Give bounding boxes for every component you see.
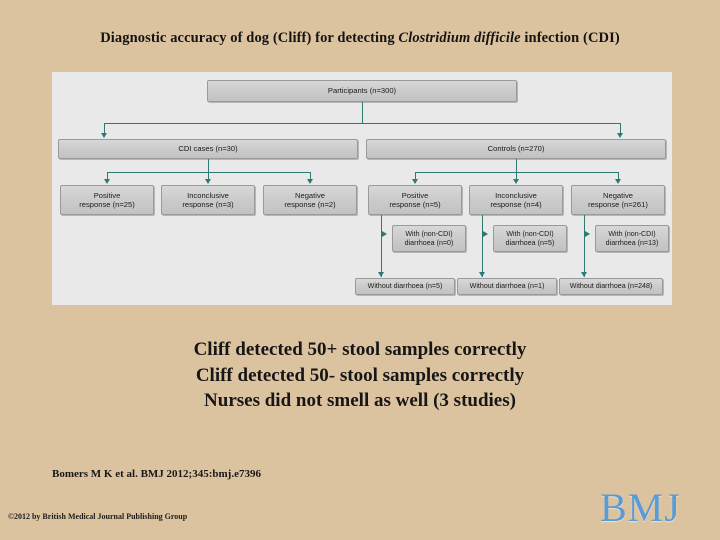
connector-ctrl-neg-down [584,215,585,277]
node-participants: Participants (n=300) [207,80,517,102]
page-title-part1: Diagnostic accuracy of dog (Cliff) for d… [100,30,399,46]
arrow-controls-positive-icon [412,179,418,184]
connector-ctrl-pos-down [381,215,382,277]
node-control-positive-line2: response (n=5) [389,200,441,209]
node-control-negative-response: Negative response (n=261) [571,185,665,215]
connector-participants-bus [104,123,621,124]
connector-cdi-to-inconclusive [208,172,209,180]
bmj-logo: BMJ [600,485,681,530]
arrow-cdi-negative-icon [307,179,313,184]
connector-cdi-stem [208,159,209,172]
node-control-positive-without-diarrhoea: Without diarrhoea (n=5) [355,278,455,295]
arrow-ctrl-pos-with-diarrhoea-icon [382,231,387,237]
connector-to-cdi-cases [104,123,105,134]
node-controls-label: Controls (n=270) [487,144,545,154]
node-cdi-inconclusive-line1: Inconclusive [187,190,229,200]
arrow-cdi-positive-icon [104,179,110,184]
connector-cdi-to-negative [310,172,311,180]
node-control-inconclusive-without-diarrhoea: Without diarrhoea (n=1) [457,278,557,295]
node-control-negative-without-diarrhoea: Without diarrhoea (n=248) [559,278,663,295]
arrow-ctrl-pos-without-diarrhoea-icon [378,272,384,277]
connector-participants-stem [362,102,363,123]
arrow-ctrl-neg-without-diarrhoea-icon [581,272,587,277]
node-control-inconclusive-line1: Inconclusive [495,190,537,200]
arrow-controls-negative-icon [615,179,621,184]
node-ctrl-pos-without-diarrhoea-label: Without diarrhoea (n=5) [367,282,443,291]
body-line-1: Cliff detected 50+ stool samples correct… [193,339,527,360]
node-cdi-positive-line2: response (n=25) [79,200,135,209]
node-control-inconclusive-line2: response (n=4) [490,200,542,209]
node-cdi-negative-line2: response (n=2) [284,200,336,209]
figure-panel: Participants (n=300) CDI cases (n=30) Co… [52,72,672,305]
connector-controls-to-positive [415,172,416,180]
node-cdi-cases: CDI cases (n=30) [58,139,358,159]
node-control-negative-with-diarrhoea: With (non-CDI) diarrhoea (n=13) [595,225,669,252]
node-cdi-inconclusive-response: Inconclusive response (n=3) [161,185,255,215]
citation-text: Bomers M K et al. BMJ 2012;345:bmj.e7396 [52,468,261,480]
node-control-positive-line1: Positive [401,190,429,200]
node-control-positive-with-diarrhoea: With (non-CDI) diarrhoea (n=0) [392,225,466,252]
node-control-inconclusive-with-diarrhoea: With (non-CDI) diarrhoea (n=5) [493,225,567,252]
node-ctrl-inc-with-diarrhoea-line2: diarrhoea (n=5) [505,238,555,247]
node-ctrl-neg-with-diarrhoea-line1: With (non-CDI) [608,229,656,238]
node-cdi-positive-response: Positive response (n=25) [60,185,154,215]
body-line-3: Nurses did not smell as well (3 studies) [204,390,516,411]
body-line-2: Cliff detected 50- stool samples correct… [195,364,525,386]
node-ctrl-pos-with-diarrhoea-line2: diarrhoea (n=0) [404,238,454,247]
arrow-ctrl-inc-without-diarrhoea-icon [479,272,485,277]
node-control-negative-line1: Negative [603,190,633,200]
arrow-controls-inconclusive-icon [513,179,519,184]
arrow-to-cdi-cases-icon [101,133,107,138]
arrow-cdi-inconclusive-icon [205,179,211,184]
copyright-text: ©2012 by British Medical Journal Publish… [8,512,188,521]
node-cdi-negative-line1: Negative [295,190,325,200]
node-ctrl-neg-with-diarrhoea-line2: diarrhoea (n=13) [605,238,659,247]
connector-controls-stem [516,159,517,172]
node-controls: Controls (n=270) [366,139,666,159]
page-title-species: Clostridium difficile [398,30,521,46]
arrow-ctrl-neg-with-diarrhoea-icon [585,231,590,237]
node-control-negative-line2: response (n=261) [588,200,648,209]
node-ctrl-pos-with-diarrhoea-line1: With (non-CDI) [405,229,453,238]
node-ctrl-inc-with-diarrhoea-line1: With (non-CDI) [506,229,554,238]
node-cdi-cases-label: CDI cases (n=30) [178,144,238,154]
arrow-ctrl-inc-with-diarrhoea-icon [483,231,488,237]
node-control-positive-response: Positive response (n=5) [368,185,462,215]
arrow-to-controls-icon [617,133,623,138]
node-ctrl-inc-without-diarrhoea-label: Without diarrhoea (n=1) [469,282,545,291]
node-participants-label: Participants (n=300) [327,86,397,96]
node-control-inconclusive-response: Inconclusive response (n=4) [469,185,563,215]
connector-to-controls [620,123,621,134]
page-title-part2: infection (CDI) [520,30,620,46]
node-ctrl-neg-without-diarrhoea-label: Without diarrhoea (n=248) [569,282,653,291]
body-text-block: Cliff detected 50+ stool samples correct… [0,337,720,414]
node-cdi-inconclusive-line2: response (n=3) [182,200,234,209]
page-title: Diagnostic accuracy of dog (Cliff) for d… [0,30,720,47]
connector-controls-to-inconclusive [516,172,517,180]
node-cdi-positive-line1: Positive [93,190,121,200]
node-cdi-negative-response: Negative response (n=2) [263,185,357,215]
connector-ctrl-inc-down [482,215,483,277]
connector-cdi-to-positive [107,172,108,180]
connector-controls-to-negative [618,172,619,180]
